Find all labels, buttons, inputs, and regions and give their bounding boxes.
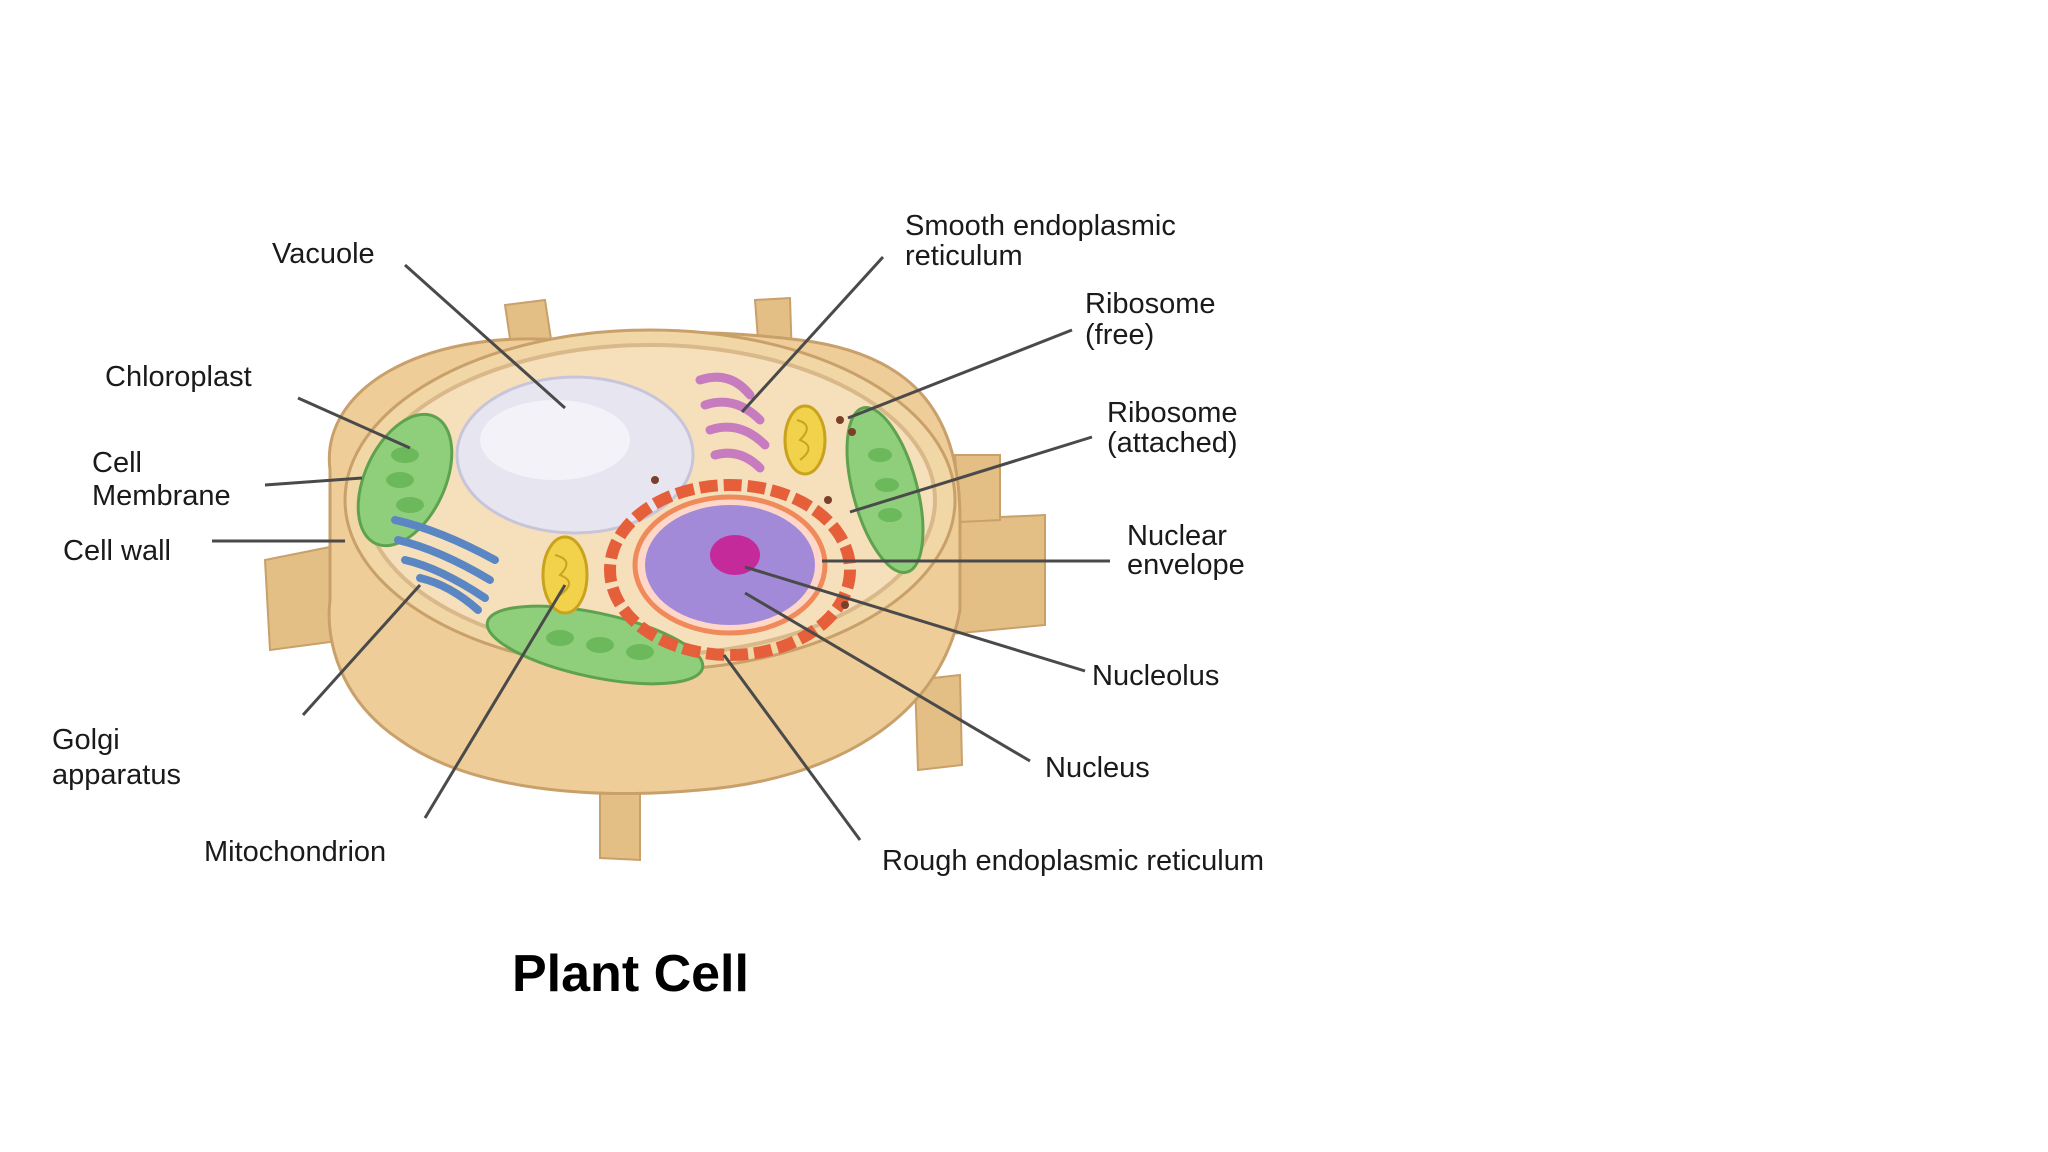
label-ribosome-free-line1: Ribosome xyxy=(1085,288,1216,320)
label-golgi-line2: apparatus xyxy=(52,759,181,791)
label-nucleus: Nucleus xyxy=(1045,752,1150,784)
label-golgi-line1: Golgi xyxy=(52,724,120,756)
label-ribosome-free-line2: (free) xyxy=(1085,319,1154,351)
label-vacuole: Vacuole xyxy=(272,238,375,270)
label-nuclear-envelope-line1: Nuclear xyxy=(1127,520,1227,552)
label-nucleolus: Nucleolus xyxy=(1092,660,1219,692)
label-smooth-er-line1: Smooth endoplasmic xyxy=(905,210,1176,242)
diagram-title: Plant Cell xyxy=(512,945,749,1003)
label-cell-wall: Cell wall xyxy=(63,535,171,567)
label-ribosome-attached-line1: Ribosome xyxy=(1107,397,1238,429)
label-cell-membrane-line1: Cell xyxy=(92,447,142,479)
label-nuclear-envelope-line2: envelope xyxy=(1127,549,1245,581)
label-ribosome-attached-line2: (attached) xyxy=(1107,427,1238,459)
label-cell-membrane-line2: Membrane xyxy=(92,480,231,512)
label-rough-er: Rough endoplasmic reticulum xyxy=(882,845,1264,877)
label-mitochondrion: Mitochondrion xyxy=(204,836,386,868)
label-smooth-er-line2: reticulum xyxy=(905,240,1023,272)
cell-illustration xyxy=(265,298,1045,860)
label-chloroplast: Chloroplast xyxy=(105,361,252,393)
